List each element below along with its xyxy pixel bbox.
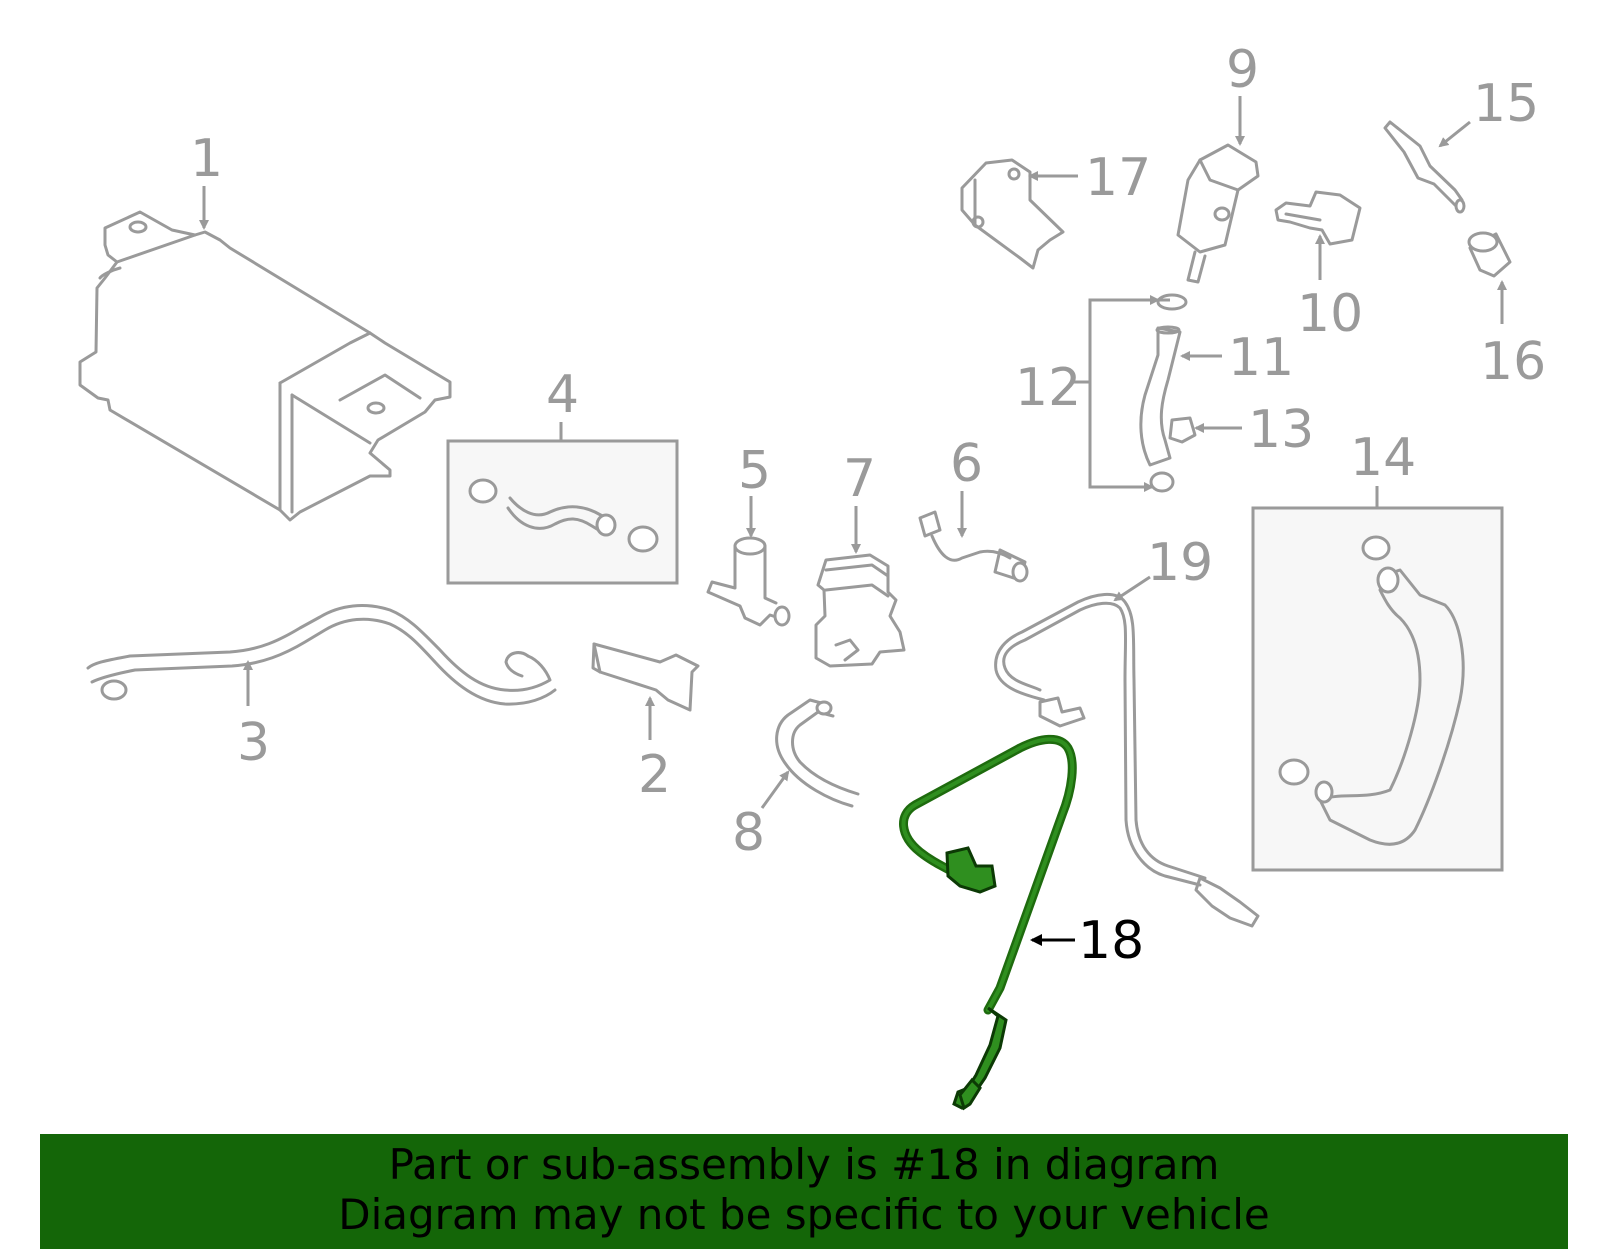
callout-5: 5 bbox=[738, 441, 771, 501]
callout-6: 6 bbox=[950, 434, 983, 494]
part-notice-banner: Part or sub-assembly is #18 in diagram D… bbox=[40, 1134, 1568, 1249]
banner-line-2: Diagram may not be specific to your vehi… bbox=[338, 1190, 1270, 1239]
part-18-oxygen-sensor bbox=[899, 734, 1077, 1111]
callout-1: 1 bbox=[190, 129, 223, 189]
callout-13: 13 bbox=[1248, 400, 1314, 460]
part-13-plug bbox=[1168, 416, 1197, 444]
part-11-hose bbox=[1139, 325, 1182, 467]
banner-line-1: Part or sub-assembly is #18 in diagram bbox=[388, 1140, 1220, 1189]
part-15-connector bbox=[1383, 120, 1466, 214]
callout-4: 4 bbox=[546, 365, 579, 425]
callout-3: 3 bbox=[237, 713, 270, 773]
part-6-sensor bbox=[918, 510, 1029, 583]
part-2-bracket bbox=[591, 642, 700, 712]
callout-11: 11 bbox=[1228, 328, 1294, 388]
part-19-oxygen-sensor bbox=[994, 593, 1260, 928]
part-14-hose-kit bbox=[1251, 506, 1504, 872]
part-1-canister bbox=[78, 210, 452, 522]
part-12-clamps bbox=[1070, 293, 1188, 493]
part-10-bracket bbox=[1274, 190, 1362, 246]
callout-9: 9 bbox=[1226, 40, 1259, 100]
callout-16: 16 bbox=[1480, 332, 1546, 392]
part-9-solenoid bbox=[1176, 143, 1260, 284]
callout-10: 10 bbox=[1297, 284, 1363, 344]
leader-15 bbox=[1438, 120, 1471, 148]
part-8-hose bbox=[775, 698, 860, 808]
callout-18: 18 bbox=[1078, 911, 1144, 971]
part-5-valve bbox=[706, 536, 791, 627]
callout-7: 7 bbox=[843, 449, 876, 509]
leader-8 bbox=[760, 770, 790, 809]
callout-17: 17 bbox=[1085, 148, 1151, 208]
leader-19 bbox=[1113, 575, 1151, 602]
callout-19: 19 bbox=[1147, 533, 1213, 593]
callout-14: 14 bbox=[1350, 428, 1416, 488]
callout-15: 15 bbox=[1473, 74, 1539, 134]
part-7-pump bbox=[814, 553, 906, 668]
part-17-bracket bbox=[960, 158, 1065, 270]
part-16-cap bbox=[1467, 231, 1512, 278]
callout-8: 8 bbox=[732, 803, 765, 863]
part-4-hose-kit bbox=[446, 439, 679, 585]
part-3-tube bbox=[86, 604, 557, 706]
callout-12: 12 bbox=[1015, 358, 1081, 418]
callout-2: 2 bbox=[638, 745, 671, 805]
